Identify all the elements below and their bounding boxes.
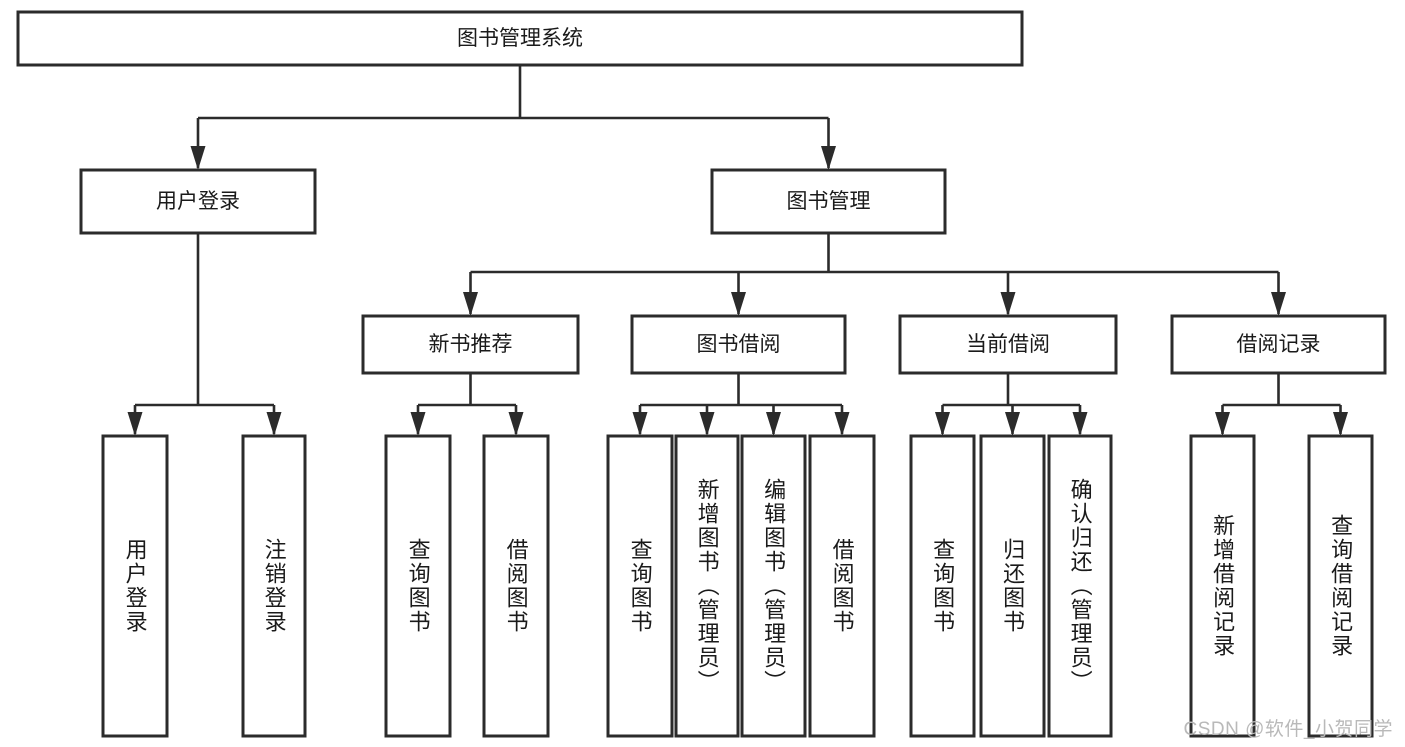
node-leaf-3[interactable] [482,434,550,738]
node-leaf-11[interactable] [1189,434,1256,738]
node-label-leaf-6: 编辑图书（管理员） [761,478,787,694]
arrow-head-icon [190,146,206,170]
arrow-head-icon [821,146,836,170]
node-leaf-1[interactable] [241,434,307,738]
node-root-system[interactable] [16,10,1024,67]
node-leaf-7[interactable] [808,434,876,738]
node-leaf-5[interactable] [674,434,740,738]
csdn-watermark: CSDN @软件_小贺同学 [1183,719,1393,740]
arrow-head-icon [1005,412,1020,436]
arrow-head-icon [410,412,426,436]
node-level2-0[interactable] [79,168,317,235]
node-label-leaf-12: 查询借阅记录 [1328,514,1354,658]
node-leaf-10[interactable] [1047,434,1113,738]
node-leaf-0[interactable] [101,434,169,738]
edges-layer [127,65,1348,436]
arrow-head-icon [731,292,746,316]
arrow-head-icon [1072,412,1088,436]
node-label-level3-2: 当前借阅 [966,333,1050,356]
node-leaf-6[interactable] [740,434,807,738]
arrow-head-icon [1000,292,1016,316]
node-label-leaf-2: 查询图书 [405,538,431,634]
arrow-head-icon [699,412,715,436]
node-level3-0[interactable] [361,314,580,375]
arrow-head-icon [1271,292,1286,316]
arrow-head-icon [127,412,143,436]
arrow-head-icon [834,412,850,436]
arrow-head-icon [1215,412,1230,436]
node-label-level3-0: 新书推荐 [429,333,513,356]
node-label-level3-1: 图书借阅 [697,333,781,356]
arrow-head-icon [463,292,478,316]
arrow-head-icon [266,412,282,436]
boxes-layer [16,10,1387,738]
node-leaf-2[interactable] [384,434,452,738]
node-label-leaf-0: 用户登录 [122,538,148,634]
arrow-head-icon [766,412,781,436]
arrow-head-icon [935,412,950,436]
node-label-leaf-11: 新增借阅记录 [1210,514,1236,658]
node-level3-2[interactable] [898,314,1118,375]
node-label-leaf-1: 注销登录 [261,538,287,634]
arrow-head-icon [1333,412,1348,436]
node-label-leaf-7: 借阅图书 [829,538,855,634]
node-level2-1[interactable] [710,168,947,235]
node-label-leaf-5: 新增图书（管理员） [694,478,720,694]
node-leaf-12[interactable] [1307,434,1374,738]
node-label-leaf-8: 查询图书 [930,538,956,634]
node-label-root: 图书管理系统 [457,27,583,50]
node-label-level3-3: 借阅记录 [1237,333,1321,356]
node-label-leaf-9: 归还图书 [1000,538,1026,634]
arrow-head-icon [632,412,648,436]
node-leaf-8[interactable] [909,434,976,738]
node-label-leaf-10: 确认归还（管理员） [1067,478,1093,694]
node-leaf-9[interactable] [979,434,1046,738]
node-label-leaf-3: 借阅图书 [503,538,529,634]
node-label-level2-0: 用户登录 [156,190,240,213]
arrow-head-icon [508,412,524,436]
node-level3-1[interactable] [630,314,847,375]
node-leaf-4[interactable] [606,434,674,738]
node-level3-3[interactable] [1170,314,1387,375]
node-label-leaf-4: 查询图书 [627,538,653,634]
node-label-level2-1: 图书管理 [787,190,871,213]
